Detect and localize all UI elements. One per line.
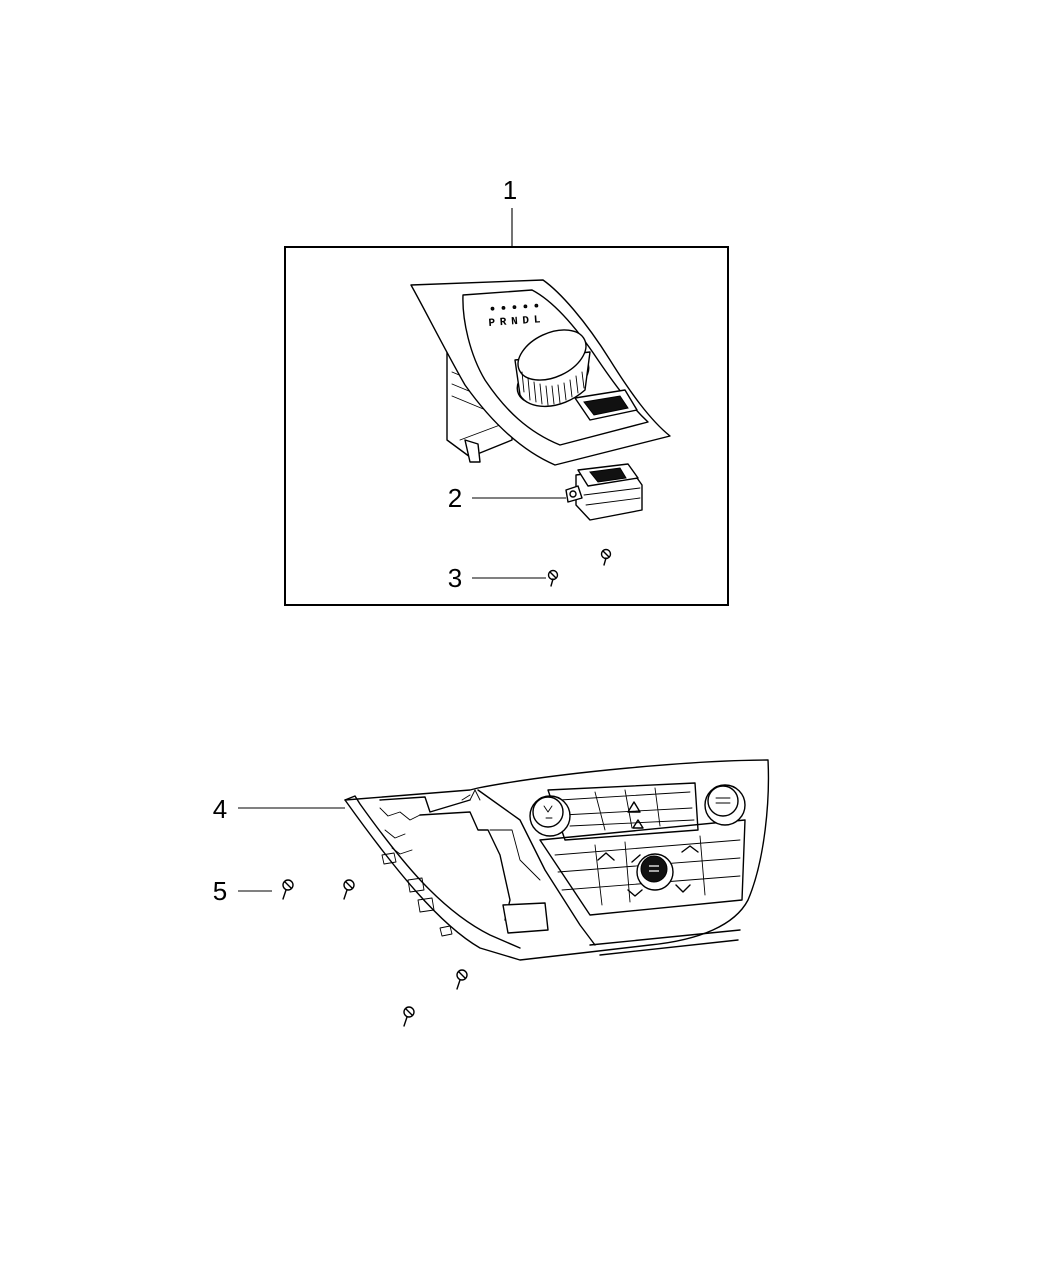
bezel-left-rim — [344, 795, 521, 949]
bracket-top-edge — [379, 796, 471, 813]
callout-3-label: 3 — [448, 563, 462, 593]
bracket-inner-wall — [419, 811, 511, 921]
bracket-slots — [381, 789, 481, 937]
bezel-inner-plate — [462, 289, 649, 446]
callout-2: 2 — [448, 483, 566, 513]
bracket-ribs — [379, 807, 421, 855]
gear-indicator-text: PRNDL — [488, 314, 541, 330]
switch-part-2 — [565, 463, 643, 521]
module-tab — [464, 439, 481, 463]
callout-4: 4 — [213, 794, 345, 824]
shifter-bezel-assembly: PRNDL — [410, 279, 671, 466]
face-left-edge — [477, 789, 596, 946]
fan-knob — [636, 853, 674, 891]
bezel-button — [583, 395, 629, 416]
bracket-block — [502, 902, 549, 934]
callout-3: 3 — [448, 563, 546, 593]
switch-mount-tab — [565, 485, 583, 503]
callout-1-label: 1 — [503, 175, 517, 205]
gear-indicator: PRNDL — [488, 303, 541, 330]
callout-2-label: 2 — [448, 483, 462, 513]
hazard-button-icon — [627, 801, 644, 829]
climate-control-bezel-part-4 — [344, 759, 770, 961]
left-temp-knob — [529, 795, 571, 837]
screw-part-5-b — [343, 879, 355, 900]
right-temp-knob — [704, 784, 746, 826]
face-lower-panel — [539, 819, 746, 916]
rotary-shift-knob — [514, 329, 591, 408]
callout-4-label: 4 — [213, 794, 227, 824]
bottom-trim — [589, 929, 741, 956]
screw-part-5-d — [403, 1006, 415, 1027]
callout-1: 1 — [503, 175, 517, 247]
lower-chevron-icons — [597, 845, 699, 897]
screw-part-3-a — [547, 569, 559, 587]
kit-box — [284, 246, 729, 606]
callout-5: 5 — [213, 876, 272, 906]
screw-part-5-a — [282, 879, 294, 900]
screw-part-5-c — [456, 969, 468, 990]
screw-part-3-b — [600, 548, 612, 566]
switch-button — [589, 467, 627, 483]
bracket-clip — [489, 829, 541, 881]
callout-5-label: 5 — [213, 876, 227, 906]
